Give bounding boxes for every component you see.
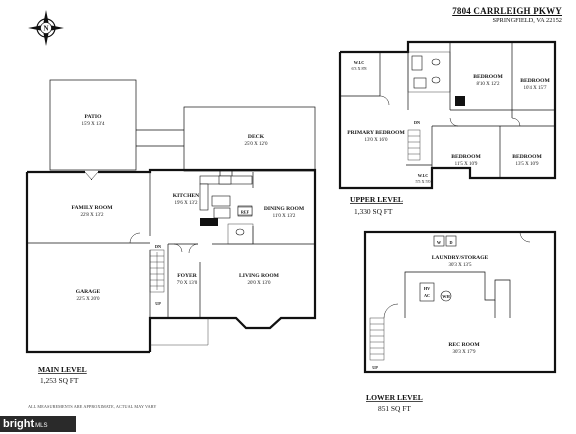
family-room-label: FAMILY ROOM [72, 205, 114, 211]
main-stairs [149, 249, 165, 293]
main-level-area: 1,253 SQ FT [40, 376, 79, 385]
lower-stairs [369, 317, 385, 361]
bedroom5-label: BEDROOM [512, 154, 542, 160]
upper-level-area: 1,330 SQ FT [354, 207, 393, 216]
compass-label: N [43, 25, 48, 33]
main-level-title: MAIN LEVEL [38, 365, 87, 374]
ref-label: REF [241, 210, 250, 215]
brand-suffix: MLS [35, 423, 48, 429]
main-dn-label: DN [155, 244, 161, 249]
main-level-plan: PATIO 15'9 X 13'4 DECK 25'0 X 12'0 FAMIL… [25, 79, 317, 385]
patio-outline [49, 79, 137, 171]
patio-dims: 15'9 X 13'4 [82, 122, 105, 127]
bedroom2-label: BEDROOM [473, 74, 503, 80]
dryer-label: D [449, 240, 452, 245]
upper-stairs [407, 129, 421, 161]
upper-level-title: UPPER LEVEL [350, 195, 403, 204]
laundry-label: LAUNDRY/STORAGE [432, 255, 489, 261]
primary-bedroom-dims: 13'0 X 16'0 [365, 138, 388, 143]
kitchen-label: KITCHEN [173, 193, 199, 199]
lower-up-label: UP [372, 365, 378, 370]
garage-label: GARAGE [76, 289, 101, 295]
bedroom3-dims: 10'4 X 15'7 [524, 86, 547, 91]
deck-dims: 25'0 X 12'0 [245, 142, 268, 147]
patio-label: PATIO [85, 114, 103, 120]
kitchen-dims: 19'6 X 13'2 [175, 201, 198, 206]
primary-bedroom-label: PRIMARY BEDROOM [347, 130, 405, 136]
measurement-disclaimer: ALL MEASUREMENTS ARE APPROXIMATE, ACTUAL… [28, 404, 157, 409]
upper-wic1-dims: 6'3 X 8'8 [351, 66, 366, 71]
brand-watermark: brightMLS [0, 416, 76, 432]
living-room-label: LIVING ROOM [239, 273, 280, 279]
property-city: SPRINGFIELD, VA 22152 [492, 17, 562, 24]
lower-level-plan: W D LAUNDRY/STORAGE 30'3 X 13'5 HV AC WH… [363, 230, 557, 413]
rec-room-dims: 30'3 X 17'9 [453, 350, 476, 355]
ac-label: AC [424, 293, 430, 298]
rec-room-label: REC ROOM [448, 342, 480, 348]
family-room-dims: 22'8 X 13'2 [81, 213, 104, 218]
upper-wic2-label: W.I.C [418, 173, 429, 178]
foyer-dims: 7'0 X 13'0 [177, 281, 198, 286]
water-heater-label: WH [442, 294, 450, 299]
deck-label: DECK [248, 134, 265, 140]
hvac-label: HV [424, 286, 430, 291]
compass-icon: N [28, 10, 64, 46]
upper-dn-label: DN [414, 120, 420, 125]
laundry-dims: 30'3 X 13'5 [449, 263, 472, 268]
washer-label: W [437, 240, 442, 245]
header: 7804 CARRLEIGH PKWY SPRINGFIELD, VA 2215… [452, 6, 562, 24]
upper-wic2-dims: 5'5 X 5'0 [415, 179, 430, 184]
upper-wic1-label: W.I.C [354, 60, 365, 65]
bedroom3-label: BEDROOM [520, 78, 550, 84]
bedroom4-dims: 11'5 X 10'9 [455, 162, 478, 167]
lower-level-area: 851 SQ FT [378, 404, 411, 413]
garage-dims: 22'5 X 20'0 [77, 297, 100, 302]
lower-level-title: LOWER LEVEL [366, 393, 423, 402]
foyer-label: FOYER [177, 273, 198, 279]
brand-name: bright [3, 418, 35, 430]
living-room-dims: 20'0 X 13'0 [248, 281, 271, 286]
dining-room-label: DINING ROOM [264, 206, 305, 212]
bedroom5-dims: 13'5 X 10'9 [516, 162, 539, 167]
bedroom2-dims: 8'10 X 12'2 [477, 82, 500, 87]
main-up-label: UP [155, 301, 161, 306]
dining-room-dims: 11'0 X 13'2 [273, 214, 296, 219]
bedroom4-label: BEDROOM [451, 154, 481, 160]
upper-level-plan: W.I.C 6'3 X 8'8 PRIMARY BEDROOM 13'0 X 1… [338, 40, 557, 216]
property-address: 7804 CARRLEIGH PKWY [452, 6, 562, 16]
